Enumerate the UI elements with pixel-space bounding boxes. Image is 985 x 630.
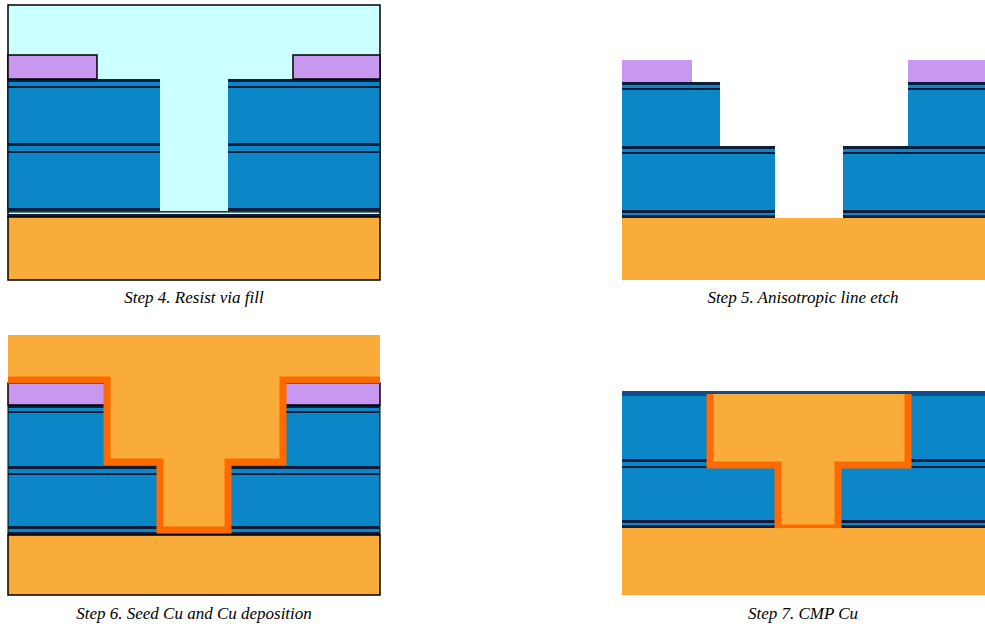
- line-etch-section: [622, 60, 985, 280]
- step-caption: Step 4. Resist via fill: [124, 288, 263, 308]
- cmp-section: [622, 391, 985, 595]
- step-caption: Step 5. Anisotropic line etch: [707, 288, 898, 308]
- resist-via-fill-section: [8, 5, 380, 280]
- step-caption: Step 6. Seed Cu and Cu deposition: [76, 604, 312, 624]
- copper-deposition-section: [8, 335, 380, 595]
- step-caption: Step 7. CMP Cu: [748, 604, 858, 624]
